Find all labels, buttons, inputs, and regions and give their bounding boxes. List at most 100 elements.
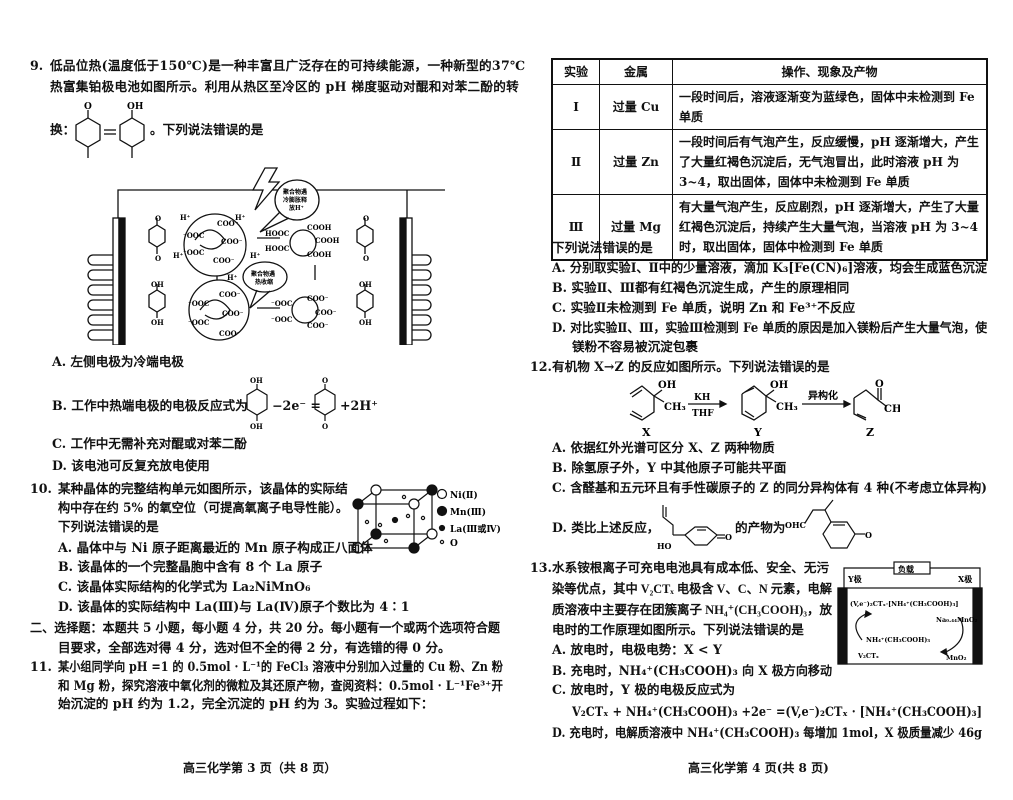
metal: 过量 Mg [599,194,673,261]
species-label: NH₄⁺(CH₃COOH)₃ [866,636,930,644]
table-row: Ⅰ 过量 Cu 一段时间后，溶液逐渐变为蓝绿色，固体中未检测到 Fe 单质 [551,84,988,130]
option-b: B. 充电时，NH₄⁺(CH₃COOH)₃ 向 X 极方向移动 [552,663,833,678]
label: COO⁻ [307,321,329,330]
question-text: 和 Mg 粉，探究溶液中氧化剂的微粒及其还原产物，查阅资料：0.5mol · L… [58,678,503,693]
option-b: B. 该晶体的一个完整晶胞中含有 8 个 La 原子 [58,559,323,574]
label: H⁺ [250,251,261,260]
label: H⁺ [180,213,191,222]
question-number: 13. [530,560,552,575]
label: HO [657,541,672,551]
quinone-structure: O O [314,376,336,431]
question-text: 某小组同学向 pH =1 的 0.5mol · L⁻¹的 FeCl₃ 溶液中分别… [58,659,503,674]
crystal-cell-diagram: Ni(Ⅱ) Mn(Ⅲ) La(Ⅲ或Ⅳ) O [352,484,501,554]
label: ⁻OOC [271,315,293,324]
question-text: 有机物 X→Z 的反应如图所示。下列说法错误的是 [552,359,830,374]
label: COO⁻ [307,294,329,303]
compound-label-z: Z [866,426,874,438]
label: O [322,376,328,385]
species-label: V₂CTₓ [857,652,879,660]
column-header: 金属 [599,58,673,85]
reagent-label: THF [692,409,714,419]
label: O [875,379,884,390]
label: COO⁻ [222,309,244,318]
option-a: A. 放电时，电极电势：X < Y [552,642,722,657]
label: OH [250,422,263,431]
label: OH [151,318,164,327]
option-d: D. 该电池可反复充放电使用 [52,458,210,473]
question-text: 电时的工作原理如图所示。下列说法错误的是 [552,623,804,637]
experiment-id: Ⅰ [551,84,600,130]
y-pole-label: Y极 [847,574,862,584]
description: 一段时间后，溶液逐渐变为蓝绿色，固体中未检测到 Fe 单质 [672,84,988,130]
hydroquinone-structure: OH OH [246,376,268,431]
question-text: 水系铵根离子可充电电池具有成本低、安全、无污 [552,561,830,575]
label: O [155,214,161,223]
bubble-text: 聚合物遇 [250,270,275,278]
option-b: B. 实验Ⅱ、Ⅲ都有红褐色沉淀生成，产生的原理相同 [552,280,850,295]
option-c-equation: V₂CTₓ + NH₄⁺(CH₃COOH)₃ +2e⁻ =(V,e⁻)₂CTₓ … [572,704,982,719]
species-label: (V,e⁻)₂CTₓ·[NH₄⁺(CH₃COOH)₃] [850,600,958,608]
species-label: Na₀.₄₄MnO₂ [936,616,978,624]
label: H⁺ [235,213,246,222]
question-text: 下列说法错误的是 [58,519,159,534]
label: O [725,532,732,542]
table-row: Ⅱ 过量 Zn 一段时间后有气泡产生，反应缓慢，pH 逐渐增大，产生了大量红褐色… [551,129,988,195]
option-a: A. 晶体中与 Ni 原子距离最近的 Mn 原子构成正八面体 [58,540,373,555]
label: CH₃ [776,402,798,413]
option-d: D. 该晶体的实际结构中 La(Ⅲ)与 La(Ⅳ)原子个数比为 4∶1 [58,599,410,614]
label: COOH [307,250,332,259]
equation-text: −2e⁻ = [272,398,321,413]
option-a: A. 分别取实验Ⅰ、Ⅱ中的少量溶液，滴加 K₃[Fe(CN)₆]溶液，均会生成蓝… [552,260,987,275]
label: HOOC [265,229,290,238]
label: ⁻OOC [271,299,293,308]
x-pole-label: X极 [958,574,972,584]
label: HOOC [265,244,290,253]
label: COO⁻ [219,329,241,338]
label: ⁻OOC [188,299,210,308]
description: 一段时间后有气泡产生，反应缓慢，pH 逐渐增大，产生了大量红褐色沉淀后，无气泡冒… [672,129,988,195]
legend-la: La(Ⅲ或Ⅳ) [450,523,501,535]
question-number: 12. [530,359,552,374]
question-number: 11. [30,659,52,674]
label: O [363,254,369,263]
option-c: C. 该晶体实际结构的化学式为 La₂NiMnO₆ [58,579,311,594]
experiment-id: Ⅲ [551,194,600,261]
option-d: D. 类比上述反应， [552,520,660,535]
metal: 过量 Cu [599,84,673,130]
label: OH [359,280,372,289]
hydroxyl-label: OH [127,102,144,112]
label: COO⁻ [213,256,235,265]
bubble-text: 放H⁺ [288,204,304,212]
label: COO⁻ [217,219,239,228]
label: COO⁻ [315,308,337,317]
question-text: 质溶液中主要存在团簇离子 NH₄⁺(CH₃COOH)₃，放 [552,603,833,617]
question-text: 换： [50,122,76,137]
option-text: 的产物为 [735,520,786,535]
section-text: 二、选择题：本题共 5 小题，每小题 4 分，共 20 分。每小题有一个或两个选… [30,620,501,635]
label: OH [359,318,372,327]
label: OH [250,376,263,385]
option-b: B. 工作中热端电极的电极反应式为 [52,398,248,413]
label: COOH [315,236,340,245]
label: CH₃ [884,404,900,415]
table-row: Ⅲ 过量 Mg 有大量气泡产生，反应剧烈，pH 逐渐增大，产生了大量红褐色沉淀后… [551,194,988,261]
question-text: 。下列说法错误的是 [150,122,264,137]
question-text: 始沉淀的 pH 约为 1.2，完全沉淀的 pH 约为 3。实验过程如下： [58,696,434,711]
label: O [865,530,872,540]
product-structure: OHC O [785,499,872,549]
legend-o: O [450,539,458,549]
question-number: 10. [30,481,52,496]
question-text: 染等优点，其中 V₂CTₓ 电极含 V、C、N 元素，电解 [552,582,833,596]
footer-page-4: 高三化学第 4 页(共 8 页) [688,761,829,775]
option-d: D. 对比实验Ⅱ、Ⅲ，实验Ⅲ检测到 Fe 单质的原因是加入镁粉后产生大量气泡，使 [552,320,988,335]
option-a: A. 左侧电极为冷端电极 [52,354,184,369]
section-text: 目要求，全部选对得 4 分，选对但不全的得 2 分，有选错的得 0 分。 [58,640,451,655]
experiment-table: 实验 金属 操作、现象及产物 Ⅰ 过量 Cu 一段时间后，溶液逐渐变为蓝绿色，固… [551,58,988,261]
bubble-text: 热收缩 [255,278,273,286]
option-d-continued: 镁粉不容易被沉淀包裹 [572,339,698,354]
footer-page-3: 高三化学第 3 页（共 8 页） [183,761,337,775]
legend-ni: Ni(Ⅱ) [450,490,478,501]
column-header: 实验 [551,58,600,85]
load-label: 负载 [898,564,914,574]
question-number: 9. [30,58,44,73]
